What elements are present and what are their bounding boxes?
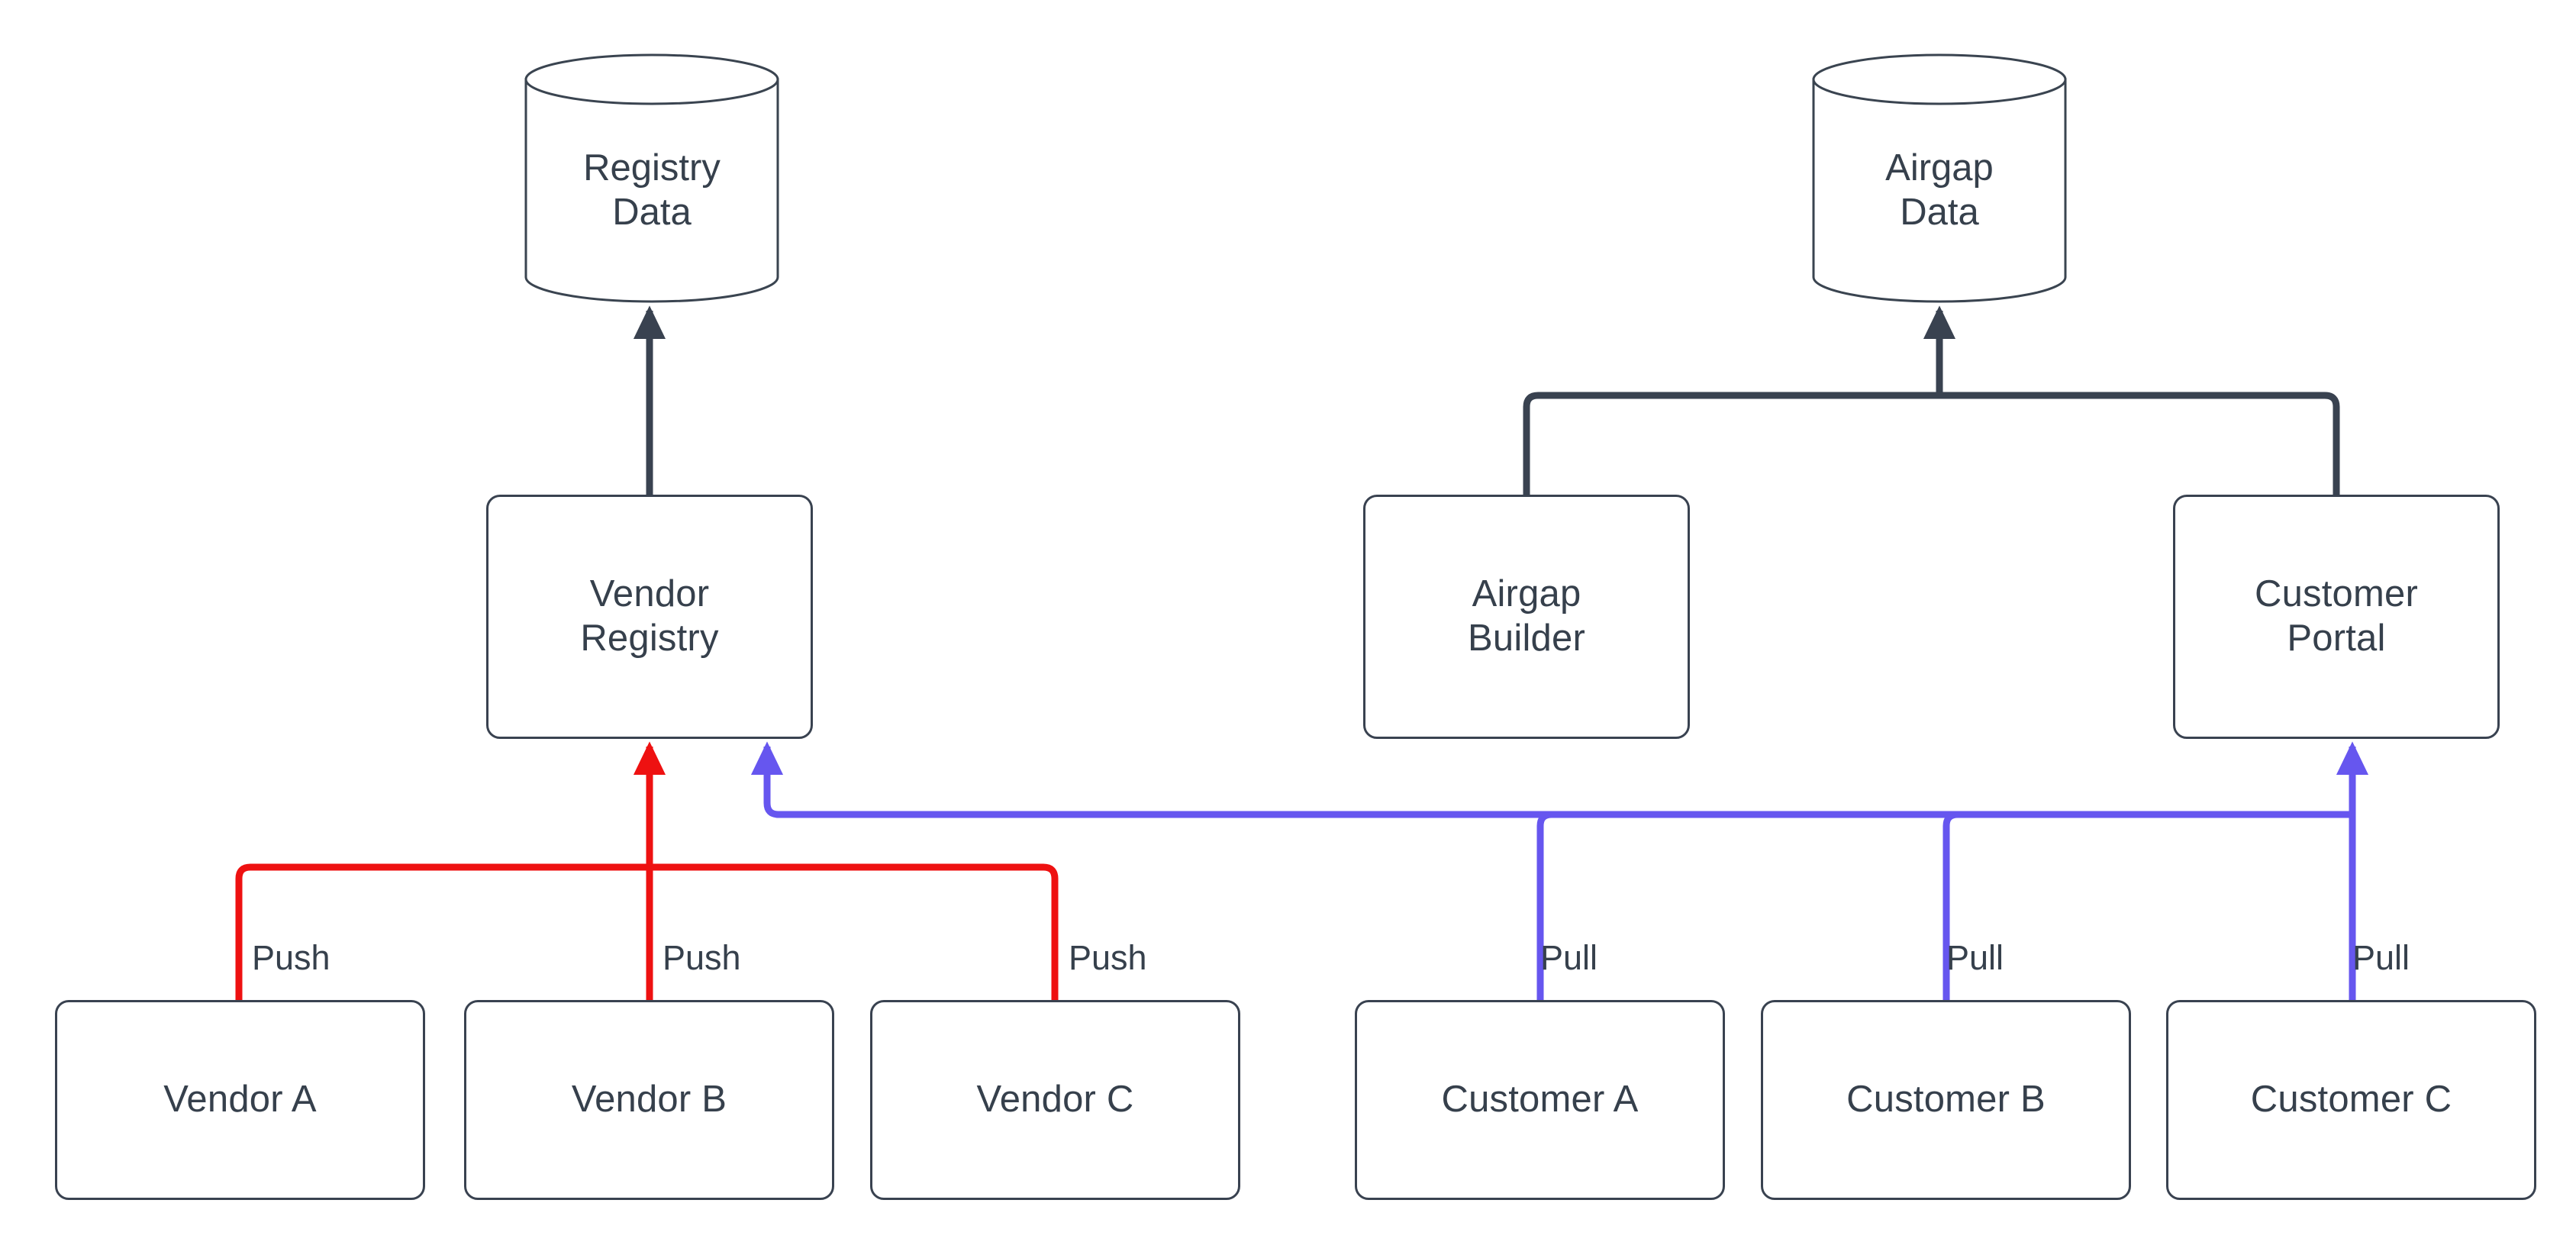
connector-customer-portal-to-bus bbox=[1939, 392, 2340, 495]
connector-customer-b-pull bbox=[1942, 811, 2352, 1000]
node-airgap-builder[interactable]: Airgap Builder bbox=[1363, 495, 1690, 739]
registry-data-cylinder-shape bbox=[524, 53, 779, 303]
node-vendor-a[interactable]: Vendor A bbox=[55, 1000, 425, 1200]
node-vendor-registry[interactable]: Vendor Registry bbox=[486, 495, 813, 739]
edge-label-push-vendor-c: Push bbox=[1069, 938, 1147, 977]
airgap-data-cylinder-shape bbox=[1812, 53, 2067, 303]
registry-data-label: Registry Data bbox=[583, 147, 721, 233]
connector-vendor-a-push bbox=[235, 863, 650, 1000]
edge-label-push-vendor-a: Push bbox=[252, 938, 330, 977]
node-vendor-c[interactable]: Vendor C bbox=[870, 1000, 1240, 1200]
edge-label-pull-customer-b: Pull bbox=[1946, 938, 2004, 977]
edge-label-pull-customer-c: Pull bbox=[2352, 938, 2410, 977]
airgap-data-label: Airgap Data bbox=[1885, 147, 1994, 233]
node-customer-c[interactable]: Customer C bbox=[2166, 1000, 2536, 1200]
edge-label-push-vendor-b: Push bbox=[663, 938, 741, 977]
node-vendor-b[interactable]: Vendor B bbox=[464, 1000, 834, 1200]
node-customer-a[interactable]: Customer A bbox=[1355, 1000, 1725, 1200]
edge-label-pull-customer-a: Pull bbox=[1540, 938, 1598, 977]
node-customer-b[interactable]: Customer B bbox=[1761, 1000, 2131, 1200]
node-customer-portal[interactable]: Customer Portal bbox=[2173, 495, 2500, 739]
connector-pull-bus-to-vendor-registry bbox=[750, 741, 2352, 818]
connector-vendor-c-push bbox=[650, 863, 1059, 1000]
connector-airgap-builder-to-bus bbox=[1523, 392, 1939, 495]
